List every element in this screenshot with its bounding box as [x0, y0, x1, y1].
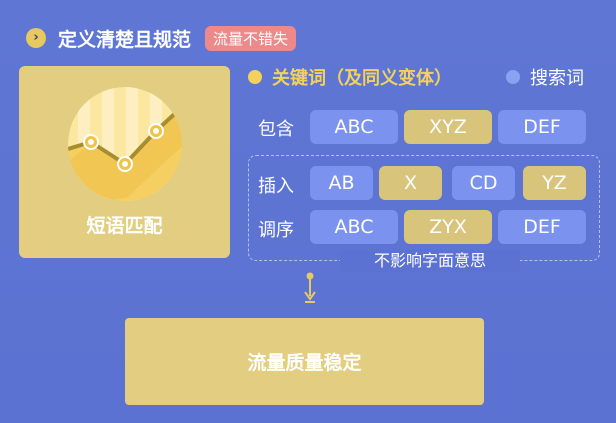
line-chart-icon: [68, 87, 182, 201]
chip: ZYX: [404, 210, 492, 244]
note-text: 不影响字面意思: [340, 250, 520, 272]
legend-keyword-label: 关键词（及同义变体）: [272, 68, 452, 89]
chevron-right-icon: ›: [26, 28, 46, 48]
keyword-dot-icon: [248, 70, 262, 84]
section-title: 定义清楚且规范: [58, 28, 192, 51]
row-label-insert: 插入: [258, 176, 294, 197]
legend-search-label: 搜索词: [530, 68, 584, 89]
chip: AB: [310, 166, 373, 200]
down-arrow-icon: [304, 272, 316, 303]
search-dot-icon: [506, 70, 520, 84]
legend-keyword: 关键词（及同义变体）: [248, 64, 452, 90]
chip: ABC: [310, 110, 398, 144]
row-label-order: 调序: [258, 220, 294, 241]
result-box: 流量质量稳定: [125, 318, 484, 405]
chip: XYZ: [404, 110, 492, 144]
chip: ABC: [310, 210, 398, 244]
chip: YZ: [523, 166, 586, 200]
header: › 定义清楚且规范 流量不错失: [26, 24, 297, 52]
chip: DEF: [498, 210, 586, 244]
status-badge: 流量不错失: [205, 25, 297, 51]
chip: DEF: [498, 110, 586, 144]
row-label-include: 包含: [258, 119, 294, 140]
legend-search: 搜索词: [506, 64, 584, 90]
phrase-match-card: 短语匹配: [19, 66, 230, 258]
card-label: 短语匹配: [86, 215, 163, 237]
chip: CD: [452, 166, 515, 200]
chip: X: [379, 166, 442, 200]
